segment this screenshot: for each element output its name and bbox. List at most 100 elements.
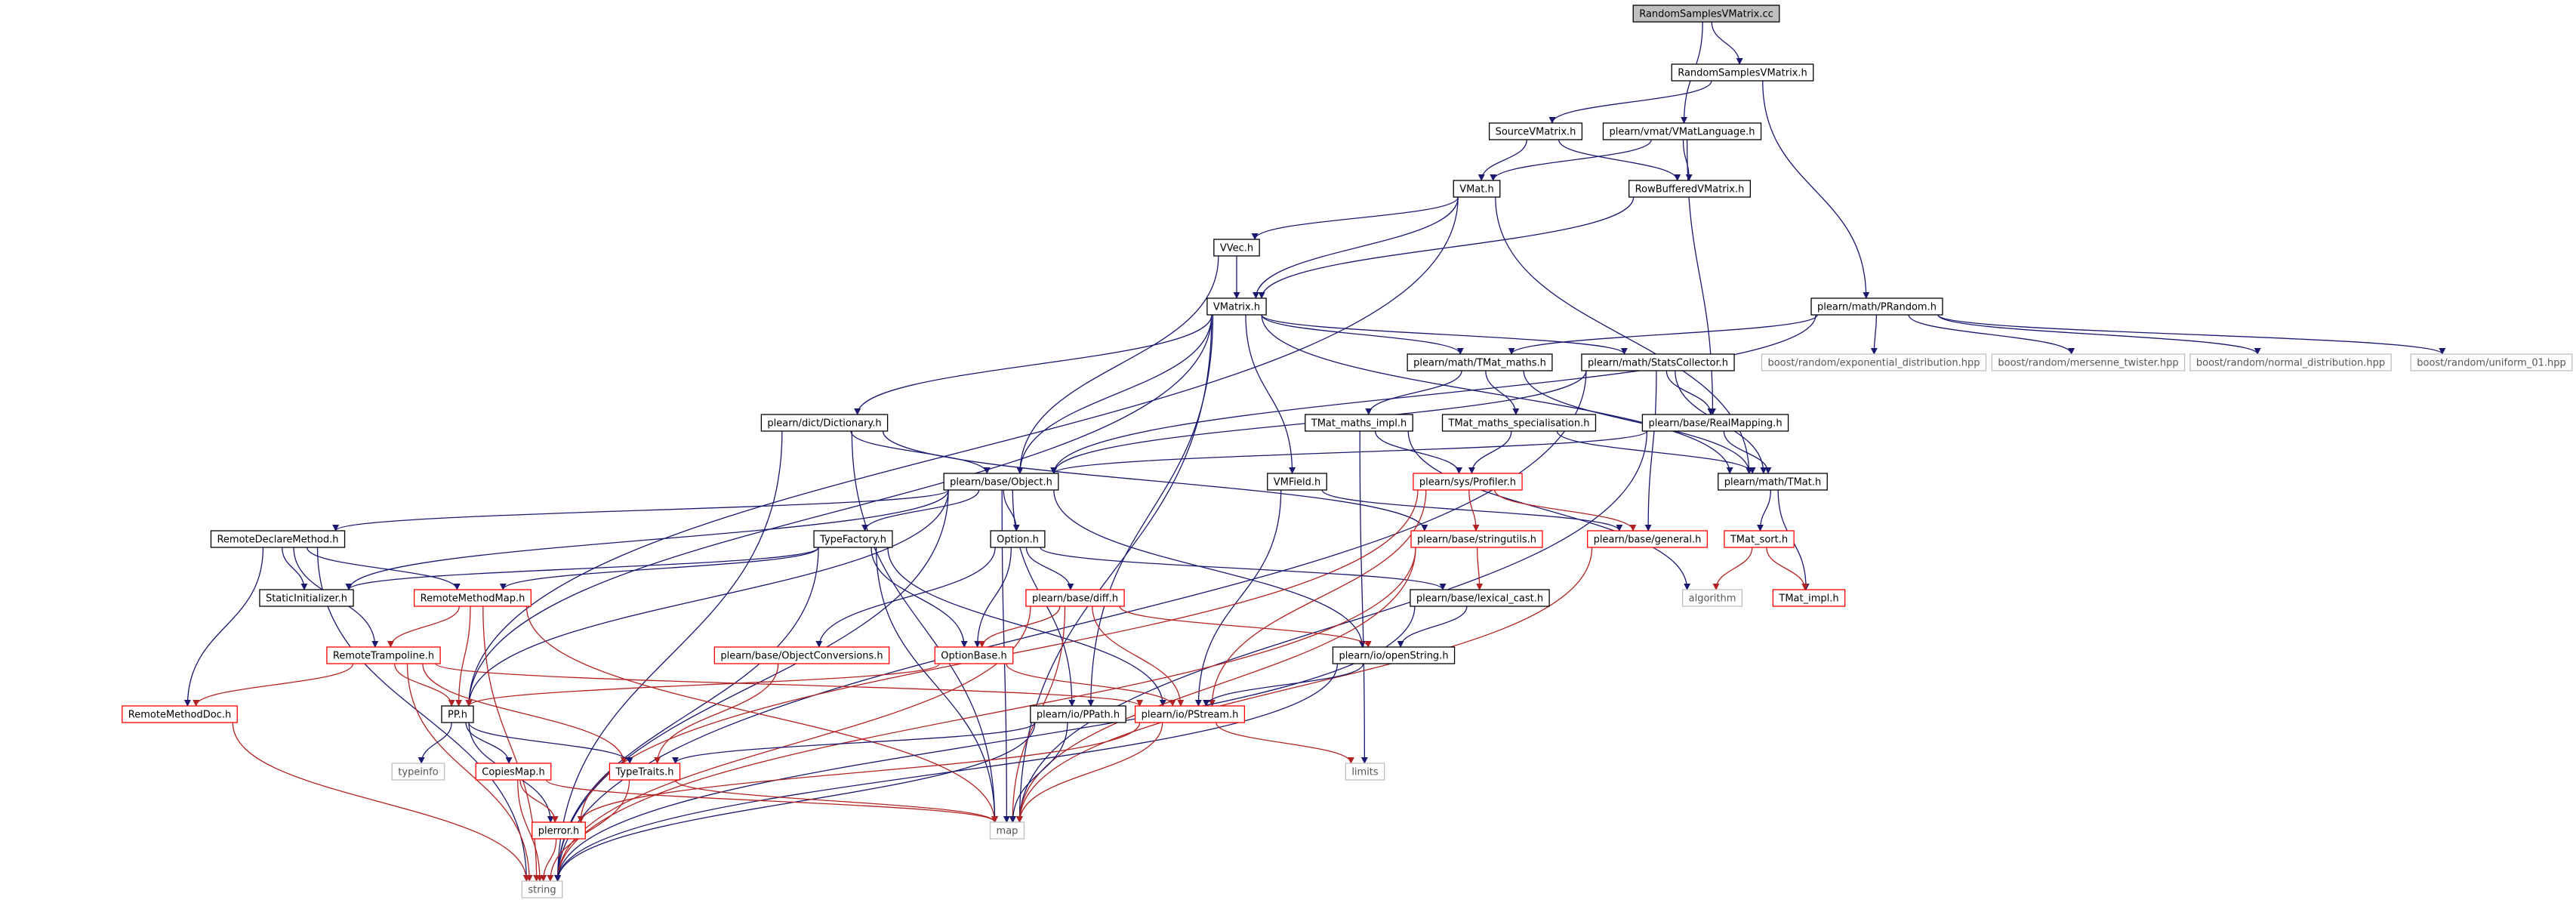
node-remotetrampoline-h[interactable]: RemoteTrampoline.h (326, 646, 441, 664)
edge-tmsort-to-tmatimpl (1766, 547, 1809, 590)
node-randomsamplesvmatrix-cc[interactable]: RandomSamplesVMatrix.cc (1632, 5, 1780, 23)
edge-line (1015, 547, 1593, 823)
node-label: RandomSamplesVMatrix.h (1678, 68, 1807, 79)
node-label: RemoteMethodMap.h (421, 593, 525, 605)
node-randomsamplesvmatrix-h[interactable]: RandomSamplesVMatrix.h (1671, 63, 1814, 82)
edge-line (1087, 314, 1214, 707)
edge-line (1092, 606, 1185, 707)
node-boost-random-exponential-distribution-hpp[interactable]: boost/random/exponential_distribution.hp… (1761, 353, 1987, 371)
edge-statsc-to-general (1644, 370, 1657, 532)
edge-remdecl-to-staticinit (282, 547, 308, 590)
node-plerror-h[interactable]: plerror.h (532, 821, 586, 840)
node-tmat-maths-impl-h[interactable]: TMat_maths_impl.h (1305, 414, 1413, 432)
node-plearn-io-ppath-h[interactable]: plearn/io/PPath.h (1030, 705, 1126, 723)
node-optionbase-h[interactable]: OptionBase.h (934, 646, 1014, 664)
edge-profiler-to-stringutils (1468, 489, 1480, 532)
node-plearn-sys-profiler-h[interactable]: plearn/sys/Profiler.h (1413, 473, 1523, 491)
node-option-h[interactable]: Option.h (990, 530, 1046, 548)
node-plearn-io-openstring-h[interactable]: plearn/io/openString.h (1332, 646, 1456, 664)
node-plearn-math-tmat-maths-h[interactable]: plearn/math/TMat_maths.h (1407, 353, 1553, 371)
node-boost-random-mersenne-twister-hpp[interactable]: boost/random/mersenne_twister.hpp (1991, 353, 2186, 371)
edge-remtramp-to-pstream (435, 663, 1143, 707)
edge-line (316, 547, 530, 882)
edge-object-to-option (1003, 489, 1020, 532)
edge-line (1756, 489, 1771, 532)
node-limits[interactable]: limits (1345, 763, 1385, 781)
edge-line (672, 722, 1036, 764)
edge-prandom-to-b_exp (1870, 314, 1878, 355)
node-plearn-base-object-h[interactable]: plearn/base/Object.h (943, 473, 1059, 491)
node-sourcevmatrix-h[interactable]: SourceVMatrix.h (1488, 122, 1583, 140)
node-plearn-base-realmapping-h[interactable]: plearn/base/RealMapping.h (1641, 414, 1789, 432)
node-map[interactable]: map (989, 821, 1025, 840)
node-label: PP.h (448, 710, 467, 721)
node-label: plearn/base/ObjectConversions.h (720, 651, 883, 662)
node-plearn-dict-dictionary-h[interactable]: plearn/dict/Dictionary.h (760, 414, 889, 432)
edge-line (1494, 489, 1637, 532)
edge-line (455, 606, 471, 707)
node-remotedeclaremethod-h[interactable]: RemoteDeclareMethod.h (210, 530, 346, 548)
node-algorithm[interactable]: algorithm (1681, 589, 1743, 607)
node-box (1441, 414, 1597, 432)
edge-remmap-to-remtramp (387, 606, 460, 648)
node-remotemethoddoc-h[interactable]: RemoteMethodDoc.h (122, 705, 238, 723)
node-label: plearn/io/PStream.h (1142, 710, 1239, 721)
edge-line (1258, 196, 1635, 299)
edge-line (1478, 139, 1527, 181)
node-string[interactable]: string (521, 880, 563, 898)
node-vmfield-h[interactable]: VMField.h (1267, 473, 1327, 491)
node-typeinfo[interactable]: typeinfo (391, 763, 445, 781)
node-box (1718, 473, 1828, 491)
node-boost-random-uniform-01-hpp[interactable]: boost/random/uniform_01.hpp (2410, 353, 2573, 371)
node-pp-h[interactable]: PP.h (441, 705, 474, 723)
node-typefactory-h[interactable]: TypeFactory.h (813, 530, 893, 548)
node-box (1628, 180, 1751, 198)
edge-line (1016, 255, 1219, 474)
edge-line (525, 606, 999, 823)
edge-remdecl-to-remmap (307, 547, 461, 590)
node-tmat-sort-h[interactable]: TMat_sort.h (1724, 530, 1795, 548)
node-plearn-vmat-vmatlanguage-h[interactable]: plearn/vmat/VMatLanguage.h (1602, 122, 1762, 140)
edge-line (1870, 314, 1878, 355)
node-plearn-math-statscollector-h[interactable]: plearn/math/StatsCollector.h (1581, 353, 1735, 371)
node-plearn-base-stringutils-h[interactable]: plearn/base/stringutils.h (1410, 530, 1543, 548)
node-tmat-maths-specialisation-h[interactable]: TMat_maths_specialisation.h (1441, 414, 1597, 432)
edge-line (1208, 489, 1427, 707)
node-remotemethodmap-h[interactable]: RemoteMethodMap.h (413, 589, 532, 607)
edge-line (418, 722, 452, 764)
node-vmat-h[interactable]: VMat.h (1453, 180, 1501, 198)
node-plearn-base-lexical-cast-h[interactable]: plearn/base/lexical_cast.h (1410, 589, 1550, 607)
edge-line (422, 663, 627, 764)
node-typetraits-h[interactable]: TypeTraits.h (609, 763, 681, 781)
edge-remtramp-to-remdoc (193, 663, 354, 707)
node-box (1991, 353, 2186, 371)
node-label: VMat.h (1459, 184, 1494, 196)
edge-object-to-remdecl (332, 489, 949, 532)
edge-rsvm_h-to-source (1548, 80, 1712, 124)
node-label: RowBufferedVMatrix.h (1635, 184, 1745, 196)
node-tmat-impl-h[interactable]: TMat_impl.h (1772, 589, 1846, 607)
node-staticinitializer-h[interactable]: StaticInitializer.h (259, 589, 354, 607)
node-box (475, 763, 552, 781)
edge-vmatrix-to-object (1016, 314, 1213, 474)
edge-line (554, 430, 783, 882)
node-vmatrix-h[interactable]: VMatrix.h (1206, 297, 1267, 316)
edge-line (815, 547, 996, 648)
edge-objconv-to-typetraits (654, 663, 779, 764)
node-plearn-math-tmat-h[interactable]: plearn/math/TMat.h (1718, 473, 1828, 491)
edge-ppath-to-map (1009, 722, 1068, 823)
node-plearn-math-prandom-h[interactable]: plearn/math/PRandom.h (1810, 297, 1943, 316)
node-rowbufferedvmatrix-h[interactable]: RowBufferedVMatrix.h (1628, 180, 1751, 198)
node-label: CopiesMap.h (482, 767, 544, 778)
edge-profiler-to-general (1494, 489, 1637, 532)
node-plearn-base-general-h[interactable]: plearn/base/general.h (1586, 530, 1709, 548)
node-plearn-io-pstream-h[interactable]: plearn/io/PStream.h (1134, 705, 1246, 723)
node-copiesmap-h[interactable]: CopiesMap.h (475, 763, 552, 781)
node-boost-random-normal-distribution-hpp[interactable]: boost/random/normal_distribution.hpp (2189, 353, 2392, 371)
node-vvec-h[interactable]: VVec.h (1213, 239, 1260, 257)
node-box (989, 821, 1025, 840)
node-plearn-base-objectconversions-h[interactable]: plearn/base/ObjectConversions.h (713, 646, 890, 664)
edge-line (554, 547, 1416, 882)
edge-profiler-to-pstream (1208, 489, 1427, 707)
node-plearn-base-diff-h[interactable]: plearn/base/diff.h (1025, 589, 1125, 607)
